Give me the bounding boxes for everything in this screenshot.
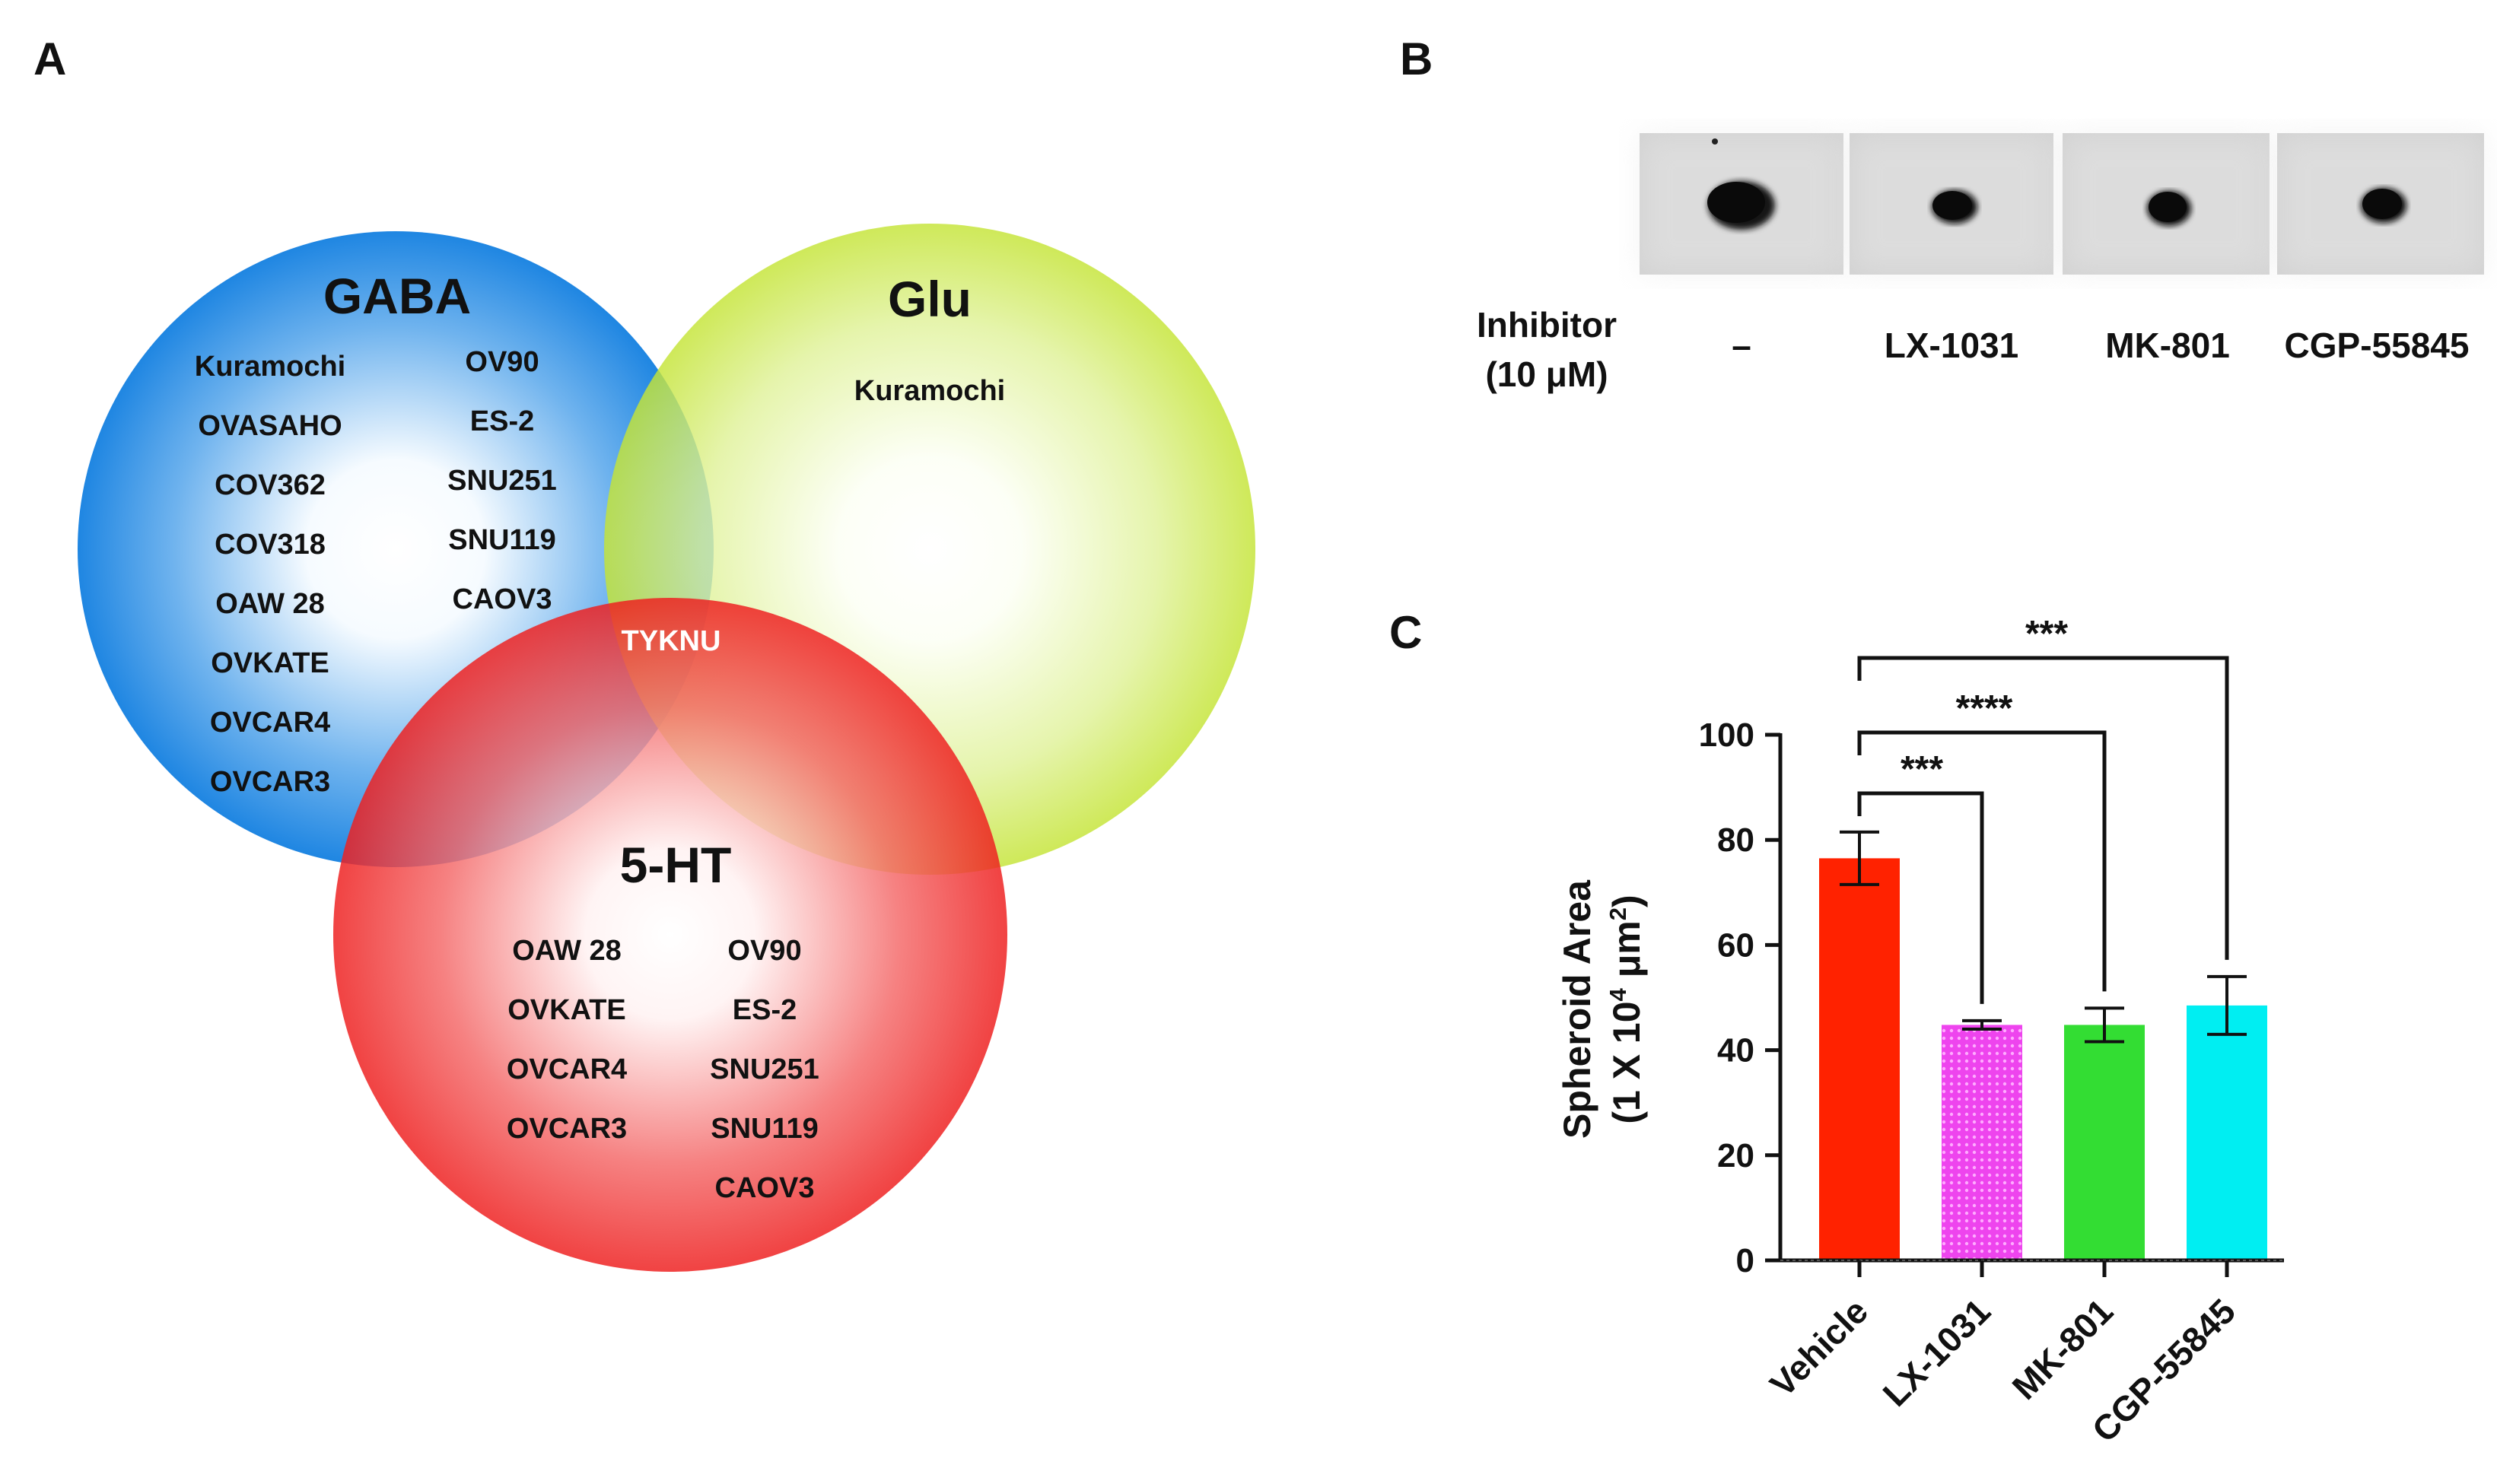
significance-label: ***: [2025, 614, 2068, 654]
y-tick-label: 80: [1717, 821, 1754, 859]
spheroid-image-lx1031: [1850, 133, 2053, 275]
y-axis-title-prefix: (1 X 10: [1605, 1001, 1648, 1123]
y-axis-title: Spheroid Area (1 X 104 μm2): [1556, 879, 1648, 1139]
spheroid-image-cgp55845: [2277, 133, 2484, 275]
bar-vehicle: [1819, 858, 1900, 1260]
inhibitor-condition: MK-801: [2105, 326, 2230, 365]
gaba-list-col1: Kuramochi OVASAHO COV362 COV318 OAW 28 O…: [195, 351, 345, 798]
ht-item: OAW 28: [512, 935, 622, 967]
ht-list-col1: OAW 28 OVKATE OVCAR4 OVCAR3: [507, 935, 627, 1145]
y-axis-title-exp1: 4: [1605, 987, 1631, 1001]
gaba-item: ES-2: [470, 405, 534, 437]
significance-label: ***: [1901, 749, 1943, 790]
panel-label-b: B: [1400, 33, 1433, 84]
inhibitor-label-line1: Inhibitor: [1477, 305, 1617, 345]
ht-list-col2: OV90 ES-2 SNU251 SNU119 CAOV3: [710, 935, 819, 1204]
venn-label-5ht: 5-HT: [620, 837, 732, 893]
gaba-item: OVKATE: [211, 647, 329, 679]
gaba-list-col2: OV90 ES-2 SNU251 SNU119 CAOV3: [447, 346, 557, 615]
spheroid-image-vehicle: [1640, 133, 1843, 275]
gaba-item: OVCAR3: [210, 766, 330, 798]
significance-bracket: [1857, 730, 2107, 992]
gaba-item: OV90: [465, 346, 539, 378]
ht-item: OV90: [727, 935, 801, 967]
ht-item: OVCAR4: [507, 1053, 627, 1085]
gaba-item: COV318: [215, 529, 326, 561]
intersection-label: TYKNU: [622, 625, 721, 657]
venn-label-glu: Glu: [888, 271, 972, 327]
bar-mk801: [2064, 1025, 2145, 1260]
x-tick-label: LX-1031: [1875, 1291, 1999, 1414]
spheroid-images: [1640, 133, 2484, 275]
gaba-item: OAW 28: [215, 588, 325, 620]
gaba-item: OVCAR4: [210, 707, 330, 739]
venn-circle-5ht: [333, 598, 1007, 1272]
ht-item: CAOV3: [715, 1172, 815, 1204]
gaba-item: Kuramochi: [195, 351, 345, 383]
significance-bracket: [1857, 656, 2229, 960]
gaba-item: OVASAHO: [198, 410, 342, 442]
y-axis-title-line1: Spheroid Area: [1556, 879, 1598, 1139]
glu-item: Kuramochi: [854, 375, 1005, 407]
ht-item: SNU251: [710, 1053, 819, 1085]
panel-label-c: C: [1389, 607, 1422, 658]
y-axis-title-exp2: 2: [1605, 907, 1631, 920]
gaba-item: SNU119: [448, 524, 556, 556]
ht-item: ES-2: [733, 994, 797, 1026]
y-tick-label: 0: [1736, 1242, 1754, 1279]
spheroid-image-mk801: [2063, 133, 2270, 275]
venn-diagram: [78, 224, 1255, 1272]
x-tick-label: Vehicle: [1762, 1291, 1875, 1404]
ht-item: OVKATE: [507, 994, 626, 1026]
inhibitor-condition: CGP-55845: [2285, 326, 2470, 365]
venn-label-gaba: GABA: [323, 268, 471, 324]
y-tick-label: 40: [1717, 1032, 1754, 1069]
x-tick-label: MK-801: [2005, 1291, 2120, 1406]
inhibitor-condition: –: [1732, 326, 1751, 365]
inhibitor-condition: LX-1031: [1885, 326, 2018, 365]
y-axis-title-suffix: ): [1605, 895, 1648, 907]
ht-item: SNU119: [711, 1113, 819, 1145]
ht-item: OVCAR3: [507, 1113, 627, 1145]
y-tick-label: 100: [1699, 717, 1754, 754]
gaba-item: COV362: [215, 469, 326, 501]
gaba-item: CAOV3: [453, 583, 552, 615]
bar-cgp55845: [2187, 1005, 2267, 1260]
gaba-item: SNU251: [447, 465, 557, 497]
y-tick-label: 60: [1717, 926, 1754, 964]
significance-bracket: [1857, 791, 1984, 1004]
bar-lx1031: [1942, 1025, 2022, 1260]
y-axis-title-line2: (1 X 104 μm2): [1605, 895, 1648, 1123]
panel-label-a: A: [33, 33, 66, 84]
y-axis-title-unit: μm: [1605, 920, 1648, 988]
y-tick-label: 20: [1717, 1137, 1754, 1174]
inhibitor-label-line2: (10 μM): [1485, 354, 1608, 394]
significance-label: ****: [1956, 688, 2013, 729]
